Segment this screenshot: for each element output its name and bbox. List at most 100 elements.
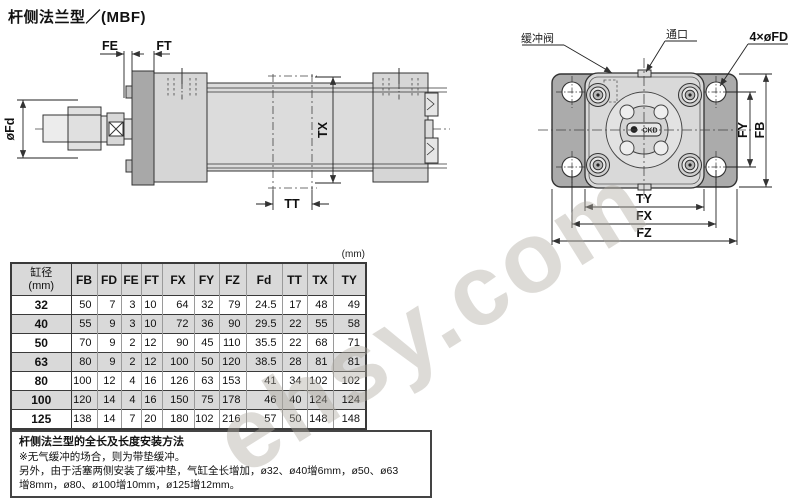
value-cell: 12 [140, 333, 162, 353]
value-cell: 46 [245, 390, 282, 410]
callout-bolt-holes: 4×øFD [749, 30, 788, 44]
bore-header-text: 缸径 [30, 266, 53, 279]
dim-label-tx: TX [316, 121, 330, 138]
value-cell: 2 [120, 352, 141, 372]
value-cell: 36 [193, 314, 219, 334]
side-view-dimensions [17, 50, 341, 210]
value-cell: 41 [245, 371, 282, 391]
value-cell: 216 [218, 409, 246, 429]
column-header: FY [193, 262, 219, 296]
column-header: TT [281, 262, 307, 296]
value-cell: 7 [96, 295, 121, 315]
value-cell: 48 [306, 295, 333, 315]
value-cell: 150 [161, 390, 194, 410]
note-line: 增8mm，ø80、ø100增10mm，ø125增12mm。 [19, 479, 241, 491]
value-cell: 28 [281, 352, 307, 372]
front-view-dimensions [551, 73, 772, 245]
dim-label-fx: FX [636, 209, 653, 223]
value-cell: 12 [96, 371, 121, 391]
value-cell: 120 [70, 390, 97, 410]
center-crosshair [538, 58, 752, 202]
bore-cell: 63 [11, 352, 72, 372]
dim-label-ty: TY [636, 192, 653, 206]
bore-header-unit: (mm) [28, 279, 55, 292]
value-cell: 9 [96, 352, 121, 372]
dim-label-fy: FY [736, 121, 750, 138]
bore-cell: 80 [11, 371, 72, 391]
value-cell: 3 [120, 314, 141, 334]
value-cell: 110 [218, 333, 246, 353]
value-cell: 29.5 [245, 314, 282, 334]
value-cell: 22 [281, 333, 307, 353]
value-cell: 20 [140, 409, 162, 429]
bore-cell: 100 [11, 390, 72, 410]
value-cell: 55 [306, 314, 333, 334]
rod-neck [123, 118, 133, 140]
value-cell: 24.5 [245, 295, 282, 315]
rod-shaft [100, 115, 108, 143]
cylinder-body-group [42, 68, 447, 186]
value-cell: 49 [332, 295, 366, 315]
value-cell: 4 [120, 371, 141, 391]
value-cell: 72 [161, 314, 194, 334]
value-cell: 102 [193, 409, 219, 429]
value-cell: 38.5 [245, 352, 282, 372]
note-title: 杆侧法兰型的全长及长度安装方法 [19, 436, 184, 448]
value-cell: 124 [306, 390, 333, 410]
value-cell: 22 [281, 314, 307, 334]
note-line: ※无气缓冲的场合，则为带垫缓冲。 [19, 451, 186, 463]
bore-cell: 40 [11, 314, 72, 334]
flange-plate [131, 70, 155, 186]
value-cell: 70 [70, 333, 97, 353]
column-header: FD [96, 262, 121, 296]
bore-cell: 125 [11, 409, 72, 429]
dim-label-tt: TT [284, 197, 300, 211]
callout-port: 通口 [666, 28, 688, 41]
cylinder-tube [206, 82, 374, 172]
value-cell: 102 [332, 371, 366, 391]
head-cover [153, 72, 208, 183]
column-header: FT [140, 262, 162, 296]
bore-header: 缸径(mm) [11, 262, 72, 296]
column-header: TX [306, 262, 333, 296]
value-cell: 17 [281, 295, 307, 315]
value-cell: 50 [281, 409, 307, 429]
value-cell: 14 [96, 409, 121, 429]
brand-logo: CKD [642, 128, 657, 135]
value-cell: 40 [281, 390, 307, 410]
callouts [522, 40, 788, 87]
value-cell: 57 [245, 409, 282, 429]
value-cell: 75 [193, 390, 219, 410]
value-cell: 120 [218, 352, 246, 372]
value-cell: 81 [306, 352, 333, 372]
value-cell: 10 [140, 295, 162, 315]
phantom-cushion-outline [268, 74, 317, 190]
value-cell: 81 [332, 352, 366, 372]
value-cell: 16 [140, 390, 162, 410]
table-unit-note: (mm) [341, 249, 365, 260]
value-cell: 71 [332, 333, 366, 353]
value-cell: 50 [70, 295, 97, 315]
value-cell: 153 [218, 371, 246, 391]
value-cell: 180 [161, 409, 194, 429]
bore-cell: 50 [11, 333, 72, 353]
value-cell: 12 [140, 352, 162, 372]
value-cell: 16 [140, 371, 162, 391]
value-cell: 80 [70, 352, 97, 372]
value-cell: 178 [218, 390, 246, 410]
value-cell: 9 [96, 314, 121, 334]
column-header: FB [70, 262, 97, 296]
note-box: 杆侧法兰型的全长及长度安装方法 ※无气缓冲的场合，则为带垫缓冲。 另外，由于活塞… [10, 430, 432, 498]
value-cell: 102 [306, 371, 333, 391]
piston-rod-end [42, 114, 69, 143]
value-cell: 90 [161, 333, 194, 353]
